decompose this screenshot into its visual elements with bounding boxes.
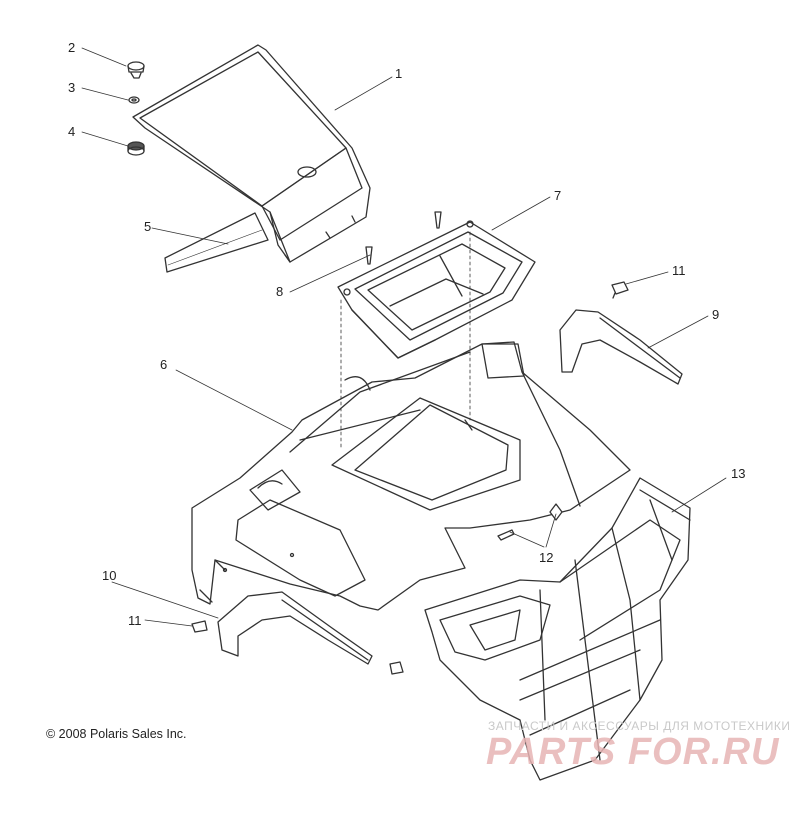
callout-5: 5 [144,219,152,234]
decal-part [164,212,269,273]
front-bumper-part [424,477,691,781]
watermark-logo: PARTS FOR.RU [486,731,780,773]
callout-3: 3 [68,80,76,95]
right-fender-flare-part [559,309,683,385]
storage-lid-part [132,44,371,263]
leader-lines [81,47,727,627]
callout-1: 1 [395,66,403,81]
callout-10: 10 [102,568,117,583]
callout-2: 2 [68,40,76,55]
washer-part [128,96,140,104]
callout-13: 13 [731,466,746,481]
left-fender-flare-part [217,591,373,665]
knob-part [127,61,145,79]
front-hood-part [191,341,631,611]
callout-9: 9 [712,307,720,322]
copyright-text: © 2008 Polaris Sales Inc. [46,727,187,741]
callout-4: 4 [68,124,76,139]
hood-screw-part [497,503,563,541]
grommet-part [127,141,145,156]
alignment-lines [340,231,471,451]
callout-8: 8 [276,284,284,299]
callout-7: 7 [554,188,562,203]
callout-6: 6 [160,357,168,372]
storage-bin-part [337,220,536,359]
callout-11-left: 11 [128,613,142,628]
push-rivet-part [191,281,629,675]
callout-11-right: 11 [672,263,686,278]
watermark-tagline: ЗАПЧАСТИ И АКСЕССУАРЫ ДЛЯ МОТОТЕХНИКИ [488,719,791,733]
callout-12: 12 [539,550,554,565]
